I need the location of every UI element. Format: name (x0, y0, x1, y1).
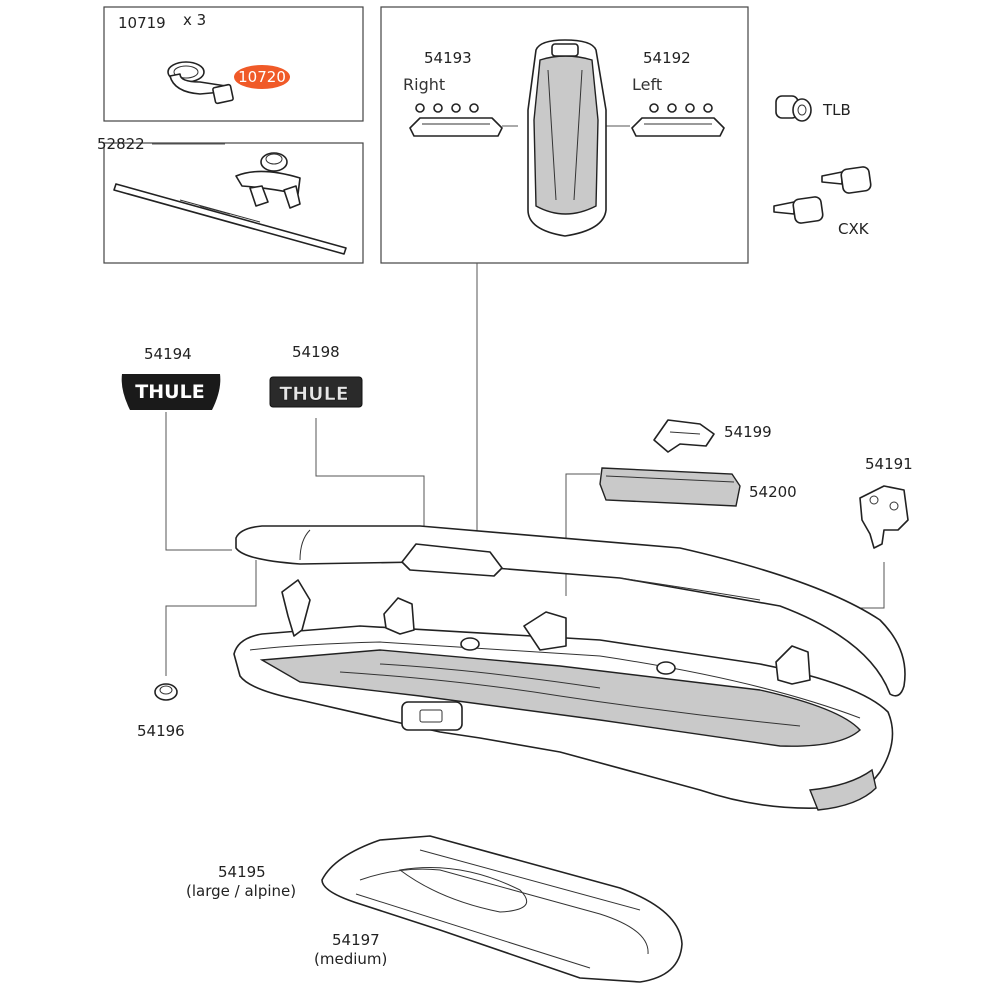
part-number-54191[interactable]: 54191 (865, 455, 913, 473)
part-number-54198[interactable]: 54198 (292, 343, 340, 361)
box-straps (103, 6, 364, 122)
part-number-54200[interactable]: 54200 (749, 483, 797, 501)
handle-icon (631, 117, 725, 137)
hotspot-badge[interactable] (234, 65, 290, 89)
part-number-54196[interactable]: 54196 (137, 722, 185, 740)
part-number-54195[interactable]: 54195 (218, 863, 266, 881)
leader-54200 (565, 473, 600, 596)
part-label-cxk[interactable]: CXK (838, 220, 870, 238)
rubber-stop-icon (154, 683, 178, 701)
part-number-54192[interactable]: 54192 (643, 49, 691, 67)
key-icon (773, 196, 824, 224)
logo-wordmark-black: THULE (135, 381, 204, 403)
hinge-icon (859, 485, 909, 549)
part-number-10719[interactable]: 10719 (118, 14, 166, 32)
part-hotspot-10720[interactable]: 10720 (234, 65, 290, 89)
screws-right (415, 103, 479, 113)
logo-badge-icon: THULE (269, 376, 363, 408)
box-handles-lid (380, 6, 749, 264)
part-note-54197: (medium) (314, 950, 387, 968)
leader-54194 (165, 412, 232, 551)
strap-icon (167, 61, 234, 105)
lock-cylinder-icon (775, 95, 812, 122)
box-mounting-bar (103, 142, 364, 264)
part-note-54195: (large / alpine) (186, 882, 296, 900)
part-label-tlb[interactable]: TLB (822, 101, 851, 119)
end-bumper-icon (599, 467, 741, 507)
part-qty-10719: x 3 (183, 11, 206, 29)
side-label-left: Left (632, 75, 662, 94)
leader-54196 (165, 560, 257, 676)
part-number-10720[interactable]: 10720 (238, 68, 286, 86)
mounting-bar-icon (113, 183, 347, 255)
cargo-box-icon (233, 525, 906, 811)
part-number-54194[interactable]: 54194 (144, 345, 192, 363)
screws-left (649, 103, 713, 113)
part-number-52822[interactable]: 52822 (97, 135, 145, 153)
logo-badge-icon: THULE (121, 374, 221, 410)
side-label-right: Right (403, 75, 445, 94)
part-number-54199[interactable]: 54199 (724, 423, 772, 441)
key-icon (821, 166, 872, 194)
quick-grip-knob-icon (235, 152, 301, 209)
handle-icon (409, 117, 503, 137)
cover-cap-icon (653, 419, 715, 453)
part-number-54197[interactable]: 54197 (332, 931, 380, 949)
leader-54198 (315, 418, 425, 545)
floor-mat-icon (321, 835, 683, 983)
part-number-54193[interactable]: 54193 (424, 49, 472, 67)
logo-wordmark-silver: THULE (279, 383, 348, 405)
lid-icon (527, 39, 607, 237)
